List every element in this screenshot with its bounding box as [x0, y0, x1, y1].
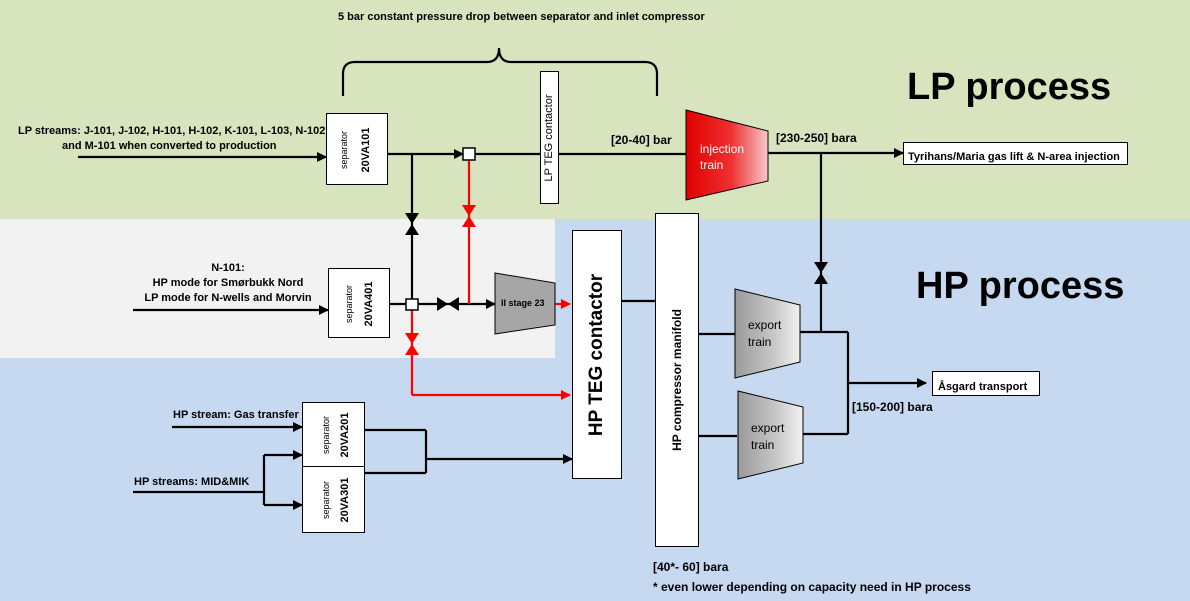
- lp-streams-text: LP streams: J-101, J-102, H-101, H-102, …: [18, 124, 325, 154]
- hp-process-title: HP process: [916, 265, 1125, 307]
- injection-train-label: injection train: [700, 141, 744, 173]
- lp-streams-line-1: LP streams: J-101, J-102, H-101, H-102, …: [18, 125, 326, 137]
- n101-line-3: LP mode for N-wells and Morvin: [144, 292, 312, 304]
- process-lines: [78, 148, 927, 510]
- export-train-1-compressor: [734, 288, 801, 379]
- hp-gas-transfer-label: HP stream: Gas transfer: [173, 409, 299, 421]
- ii-stage-label: II stage 23: [501, 298, 545, 308]
- tyrihans-label: Tyrihans/Maria gas lift & N-area injecti…: [908, 151, 1120, 163]
- separator-20va301: separator 20VA301: [302, 466, 365, 533]
- n101-line-1: N-101:: [211, 262, 245, 274]
- export-train-2-label: export train: [751, 420, 784, 454]
- n101-line-2: HP mode for Smørbukk Nord: [152, 277, 304, 289]
- separator-20va301-tag: 20VA301: [339, 477, 351, 523]
- asgard-destination: Åsgard transport: [932, 371, 1040, 396]
- valve-401-red-vertical: [405, 333, 419, 355]
- export-train-2-compressor: [737, 390, 804, 480]
- separator-20va201-tag: 20VA201: [339, 412, 351, 458]
- lp-streams-line-2: and M-101 when converted to production: [62, 140, 277, 152]
- separator-20va101-tag: 20VA101: [360, 127, 372, 173]
- footnote: * even lower depending on capacity need …: [653, 580, 971, 594]
- lp-process-title: LP process: [907, 66, 1112, 108]
- pressure-20-40-label: [20-40] bar: [611, 133, 672, 147]
- neutral-area: [0, 219, 555, 358]
- valve-401-horizontal: [437, 297, 459, 311]
- separator-20va401-tag: 20VA401: [363, 281, 375, 327]
- pressure-230-250-label: [230-250] bara: [776, 131, 857, 145]
- hp-teg-contactor-box: HP TEG contactor: [572, 230, 622, 479]
- export-train-2-line-1: export: [751, 421, 785, 435]
- tee-node-lp: [462, 147, 476, 161]
- injection-train-line-1: injection: [700, 142, 745, 156]
- export-train-1-line-2: train: [748, 335, 772, 349]
- export-train-1-line-1: export: [748, 318, 782, 332]
- tyrihans-destination: Tyrihans/Maria gas lift & N-area injecti…: [903, 142, 1128, 165]
- valve-lp-hp-red: [462, 205, 476, 227]
- hp-mid-mik-label: HP streams: MID&MIK: [134, 476, 250, 488]
- lp-teg-contactor-label: LP TEG contactor: [543, 94, 555, 182]
- top-note: 5 bar constant pressure drop between sep…: [338, 11, 705, 23]
- ii-stage-compressor: [494, 272, 556, 335]
- hp-compressor-manifold-box: HP compressor manifold: [655, 213, 699, 547]
- injection-train-compressor: [685, 109, 769, 201]
- injection-train-line-2: train: [700, 158, 724, 172]
- valve-lp-hp-black: [405, 213, 419, 235]
- hp-compressor-manifold-label: HP compressor manifold: [670, 309, 684, 451]
- separator-20va101: separator 20VA101: [326, 113, 388, 185]
- pressure-drop-brace: [341, 47, 659, 96]
- n101-text: N-101: HP mode for Smørbukk Nord LP mode…: [143, 261, 313, 306]
- asgard-label: Åsgard transport: [938, 381, 1028, 393]
- lp-teg-contactor-box: LP TEG contactor: [540, 71, 559, 204]
- separator-20va201-type: separator: [321, 415, 331, 455]
- export-train-1-label: export train: [748, 317, 781, 351]
- pressure-40-60-label: [40*- 60] bara: [653, 560, 729, 574]
- tee-node-401: [405, 298, 419, 311]
- valve-injection-export: [814, 262, 828, 284]
- separator-20va201: separator 20VA201: [302, 402, 365, 467]
- export-train-2-line-2: train: [751, 438, 775, 452]
- separator-20va401-type: separator: [344, 284, 354, 324]
- separator-20va101-type: separator: [339, 130, 349, 170]
- hp-teg-contactor-label: HP TEG contactor: [586, 273, 607, 437]
- separator-20va301-type: separator: [321, 480, 331, 520]
- lp-area: [0, 0, 1190, 219]
- pressure-150-200-label: [150-200] bara: [852, 400, 933, 414]
- separator-20va401: separator 20VA401: [328, 268, 390, 338]
